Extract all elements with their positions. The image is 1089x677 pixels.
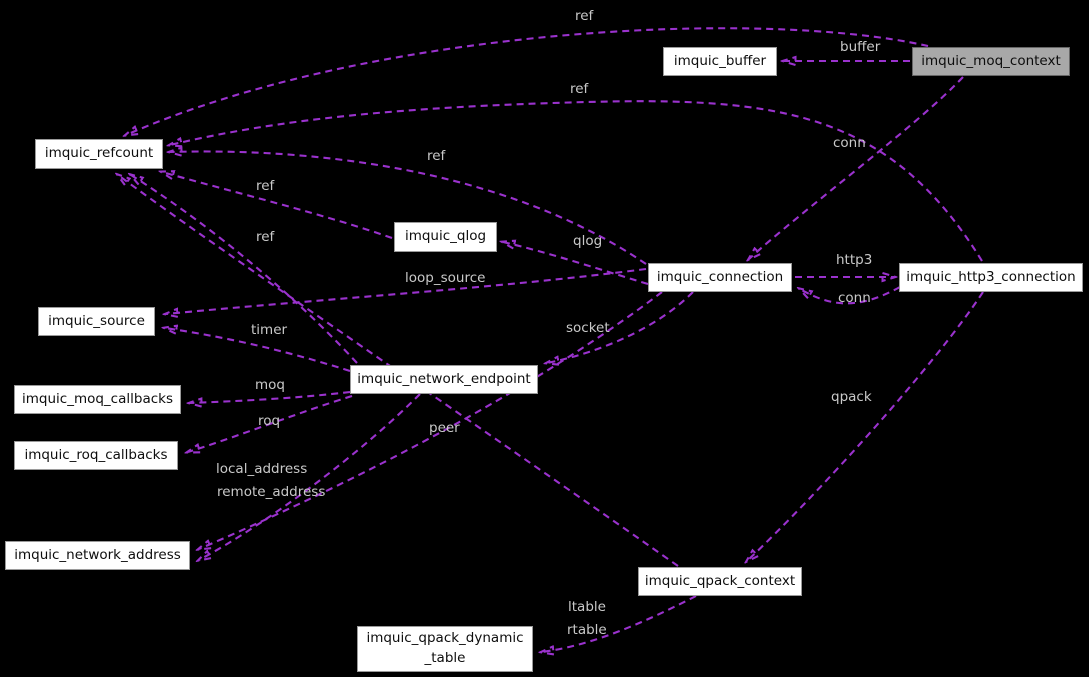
edge-connection-to-network-endpoint [547, 291, 694, 363]
edge-label-timer: timer [251, 322, 288, 338]
edge-http3-connection-to-refcount [170, 100, 983, 262]
edge-label-ltable: ltable [568, 599, 606, 615]
edge-label-ref-moq-context: ref [575, 8, 594, 24]
node-imquic-connection[interactable]: imquic_connection [648, 263, 792, 292]
edge-label-remote-address: remote_address [217, 484, 326, 500]
edge-http3-to-connection [800, 287, 901, 305]
edge-label-rtable: rtable [567, 622, 607, 638]
edge-label-socket: socket [566, 320, 610, 336]
node-imquic-buffer[interactable]: imquic_buffer [663, 47, 777, 76]
edge-label-ref-http3: ref [570, 81, 589, 97]
edge-label-conn-from-moq: conn [833, 135, 866, 151]
node-imquic-qpack-context[interactable]: imquic_qpack_context [638, 567, 802, 596]
node-imquic-refcount[interactable]: imquic_refcount [35, 139, 163, 169]
edge-connection-to-network-address [199, 291, 663, 549]
edge-label-http3: http3 [836, 252, 873, 268]
edge-network-endpoint-to-moq-callbacks [190, 392, 351, 403]
node-imquic-qlog[interactable]: imquic_qlog [394, 222, 497, 252]
node-imquic-roq-callbacks[interactable]: imquic_roq_callbacks [14, 441, 178, 470]
edge-label-loop-source: loop_source [405, 270, 486, 286]
edge-connection-to-refcount [170, 151, 647, 265]
edge-qlog-to-refcount [162, 172, 393, 239]
edge-moq-context-to-refcount [126, 27, 929, 135]
node-imquic-source[interactable]: imquic_source [38, 307, 155, 336]
node-imquic-network-endpoint[interactable]: imquic_network_endpoint [350, 365, 538, 394]
edge-http3-to-qpack-context [747, 291, 984, 561]
node-imquic-moq-context[interactable]: imquic_moq_context [912, 47, 1070, 76]
edge-label-ref-endpoint: ref [256, 229, 275, 245]
edge-label-conn-from-http3: conn [838, 290, 871, 306]
node-imquic-qpack-dynamic-table[interactable]: imquic_qpack_dynamic _table [357, 626, 533, 672]
edge-label-ref-qlog: ref [256, 178, 275, 194]
edge-label-qlog: qlog [573, 233, 603, 249]
edge-label-roq: roq [258, 413, 281, 429]
node-imquic-http3-connection[interactable]: imquic_http3_connection [899, 263, 1083, 292]
edge-label-peer: peer [429, 420, 460, 436]
edge-label-moq: moq [255, 377, 285, 393]
edge-connection-to-qlog [503, 242, 649, 286]
node-imquic-moq-callbacks[interactable]: imquic_moq_callbacks [14, 385, 181, 414]
edge-connection-to-source [166, 267, 647, 314]
edge-label-qpack: qpack [831, 389, 872, 405]
edge-qpack-context-to-refcount [118, 175, 679, 567]
edge-network-endpoint-to-refcount [131, 175, 358, 364]
edge-label-local-address: local_address [216, 461, 308, 477]
edge-qpack-context-to-dynamic-table [542, 595, 697, 652]
edge-moq-context-to-connection [749, 76, 964, 259]
node-imquic-network-address[interactable]: imquic_network_address [5, 541, 190, 570]
edge-label-ref-connection: ref [427, 148, 446, 164]
edge-network-endpoint-to-network-address [199, 393, 421, 560]
edge-label-buffer: buffer [840, 39, 881, 55]
edge-network-endpoint-to-roq-callbacks [188, 394, 353, 452]
